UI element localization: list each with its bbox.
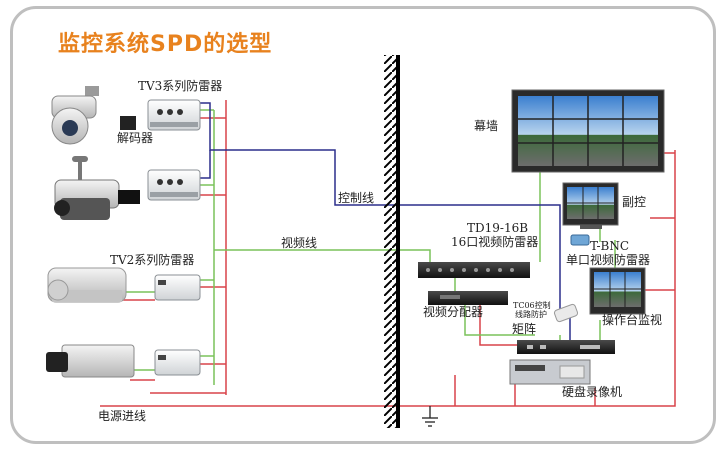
power-wires: [100, 100, 676, 407]
label-dvr: 硬盘录像机: [562, 385, 623, 399]
block-camera-icon: [46, 344, 135, 378]
label-matrix: 矩阵: [512, 322, 537, 336]
label-tc06-a: TC06控制: [513, 301, 551, 310]
matrix-device: [517, 340, 615, 354]
tbnc-spd-icon: [570, 234, 590, 246]
partition-wall: [384, 55, 400, 428]
label-tbnc-desc: 单口视频防雷器: [566, 253, 651, 267]
ground-icon: [422, 406, 438, 427]
dvr-device: [509, 359, 591, 385]
tv2-spd-2: [154, 349, 201, 376]
label-splitter: 视频分配器: [423, 305, 484, 319]
label-control-line: 控制线: [338, 191, 375, 205]
page-title: 监控系统SPD的选型: [58, 32, 273, 57]
label-tv3-series: TV3系列防雷器: [138, 79, 223, 93]
decoder-icon: [120, 116, 136, 130]
tv2-spd-1: [154, 274, 201, 301]
label-video-line: 视频线: [281, 236, 318, 250]
video-wires: [120, 109, 616, 385]
label-tv2-series: TV2系列防雷器: [110, 253, 195, 267]
label-sub-control: 副控: [622, 195, 647, 209]
tc06-spd-icon: [553, 303, 579, 323]
label-power-line: 电源进线: [98, 409, 147, 423]
box-camera-icon: [54, 156, 140, 220]
label-decoder: 解码器: [117, 131, 154, 145]
label-td19-model: TD19-16B: [467, 221, 529, 235]
dome-camera-icon: [51, 86, 99, 145]
bullet-camera-icon: [47, 267, 127, 303]
tv3-spd-2: [147, 169, 201, 201]
sub-control-monitor: [562, 182, 619, 229]
label-console: 操作台监视: [602, 313, 663, 327]
label-td19-desc: 16口视频防雷器: [451, 235, 539, 249]
label-tbnc-model: T-BNC: [590, 239, 630, 253]
td19-spd-rack: [418, 262, 530, 278]
video-splitter-device: [428, 291, 508, 305]
console-monitor: [589, 267, 646, 315]
label-screen-wall: 幕墙: [474, 119, 499, 133]
tv3-spd-1: [147, 99, 201, 131]
label-tc06-b: 线路防护: [515, 310, 547, 319]
video-wall-monitor: [511, 89, 665, 173]
